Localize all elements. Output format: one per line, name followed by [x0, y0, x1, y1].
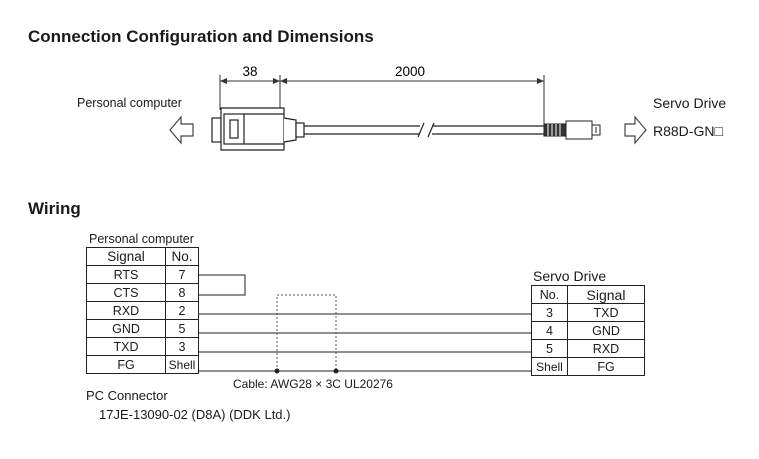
pc-table-header: Signal No. — [86, 247, 199, 266]
rts-cts-loopback-wire — [199, 274, 246, 296]
pc-no-cell: Shell — [165, 355, 199, 374]
d-sub-connector-icon — [211, 107, 305, 151]
dimension-38-label: 38 — [242, 64, 257, 79]
pc-no-header: No. — [165, 247, 199, 266]
pc-pin-table: Signal No. RTS 7 CTS 8 RXD 2 GND 5 TXD 3… — [86, 247, 199, 374]
servo-model-label: R88D-GN□ — [653, 123, 723, 139]
pc-signal-cell: RTS — [86, 265, 166, 284]
servo-no-header: No. — [531, 285, 568, 304]
table-row: RXD 2 — [86, 301, 199, 320]
servo-table-header: No. Signal — [531, 285, 645, 304]
pc-signal-header: Signal — [86, 247, 166, 266]
shield-junction-left — [274, 368, 280, 374]
servo-pin-table: No. Signal 3 TXD 4 GND 5 RXD Shell FG — [531, 285, 645, 376]
servo-signal-header: Signal — [567, 285, 645, 304]
cable-spec-label: Cable: AWG28 × 3C UL20276 — [233, 377, 393, 391]
pc-connector-model: 17JE-13090-02 (D8A) (DDK Ltd.) — [99, 407, 291, 422]
servo-table-caption: Servo Drive — [533, 268, 607, 284]
table-row: RTS 7 — [86, 265, 199, 284]
cable-shield-outline — [276, 294, 337, 371]
wiring-lines — [199, 274, 531, 374]
dimension-arrowheads — [220, 78, 544, 84]
table-row: GND 5 — [86, 319, 199, 338]
servo-connector-icon — [543, 120, 601, 140]
cable-body — [304, 122, 544, 138]
shield-junction-right — [333, 368, 339, 374]
table-row: FG Shell — [86, 355, 199, 374]
pc-connector-caption: PC Connector — [86, 388, 168, 403]
wiring-section-title: Wiring — [28, 199, 81, 218]
servo-direction-arrow-icon — [624, 115, 647, 145]
pc-signal-cell: FG — [86, 355, 166, 374]
pc-signal-cell: TXD — [86, 337, 166, 356]
table-row: TXD 3 — [86, 337, 199, 356]
pc-direction-arrow-icon — [169, 115, 194, 145]
servo-device-label: Servo Drive — [653, 95, 727, 111]
pc-device-label: Personal computer — [77, 96, 182, 110]
configuration-drawing: 38 2000 — [169, 64, 647, 151]
servo-signal-cell: FG — [567, 357, 645, 376]
table-row: Shell FG — [531, 357, 645, 376]
pc-table-caption: Personal computer — [89, 232, 194, 246]
config-section-title: Connection Configuration and Dimensions — [28, 27, 374, 46]
dimension-2000-label: 2000 — [395, 64, 425, 79]
